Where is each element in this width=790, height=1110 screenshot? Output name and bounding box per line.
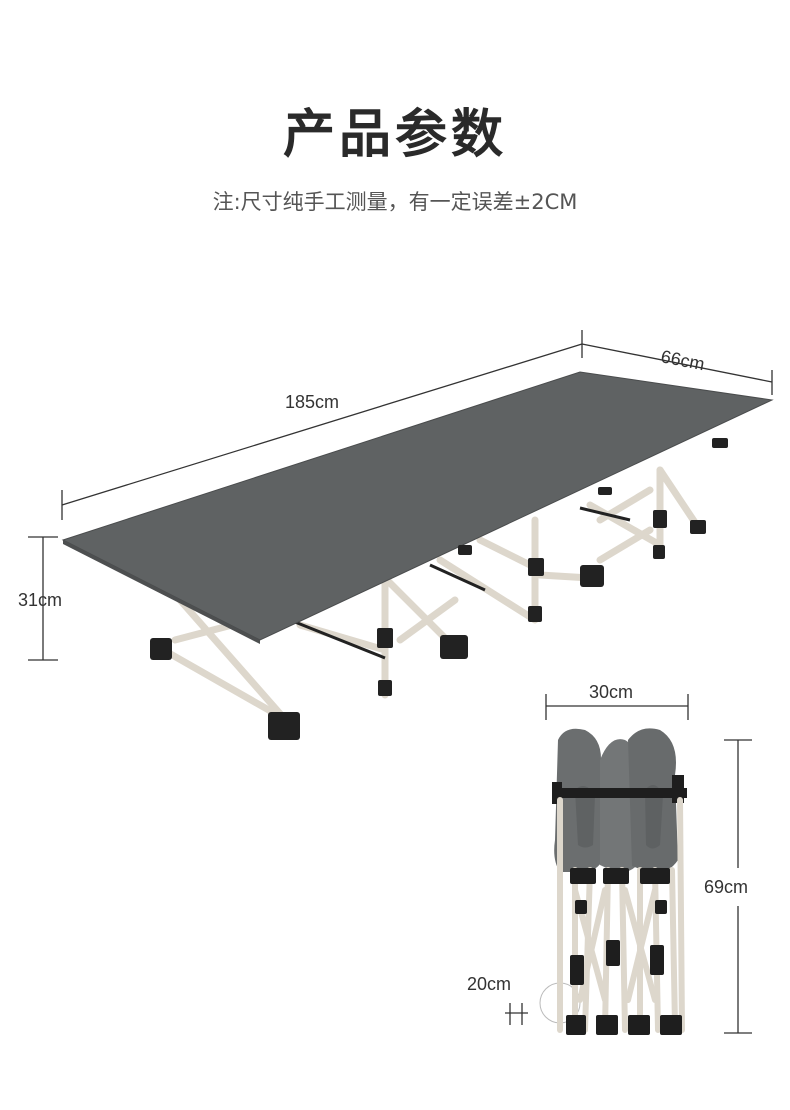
folded-bed bbox=[552, 728, 687, 1035]
folded-height-dimension-line bbox=[724, 739, 752, 1034]
folded-depth-label: 20cm bbox=[467, 974, 511, 994]
width-label: 66cm bbox=[659, 346, 706, 374]
length-label: 185cm bbox=[285, 392, 339, 412]
folded-depth-dimension-line bbox=[505, 1003, 528, 1025]
height-dimension-line bbox=[28, 536, 58, 661]
folded-height-label: 69cm bbox=[704, 877, 748, 897]
page-title: 产品参数 bbox=[282, 105, 507, 165]
bed-joints bbox=[150, 438, 728, 740]
measurement-note: 注:尺寸纯手工测量，有一定误差±2CM bbox=[212, 190, 578, 214]
bed-fabric-top bbox=[61, 371, 774, 641]
folded-width-label: 30cm bbox=[589, 682, 633, 702]
height-label: 31cm bbox=[18, 590, 62, 610]
bed-fabric-edge bbox=[63, 540, 260, 644]
bed-frame-straps bbox=[294, 506, 631, 660]
folded-width-dimension-line bbox=[545, 694, 689, 720]
width-dimension-line bbox=[581, 343, 773, 395]
